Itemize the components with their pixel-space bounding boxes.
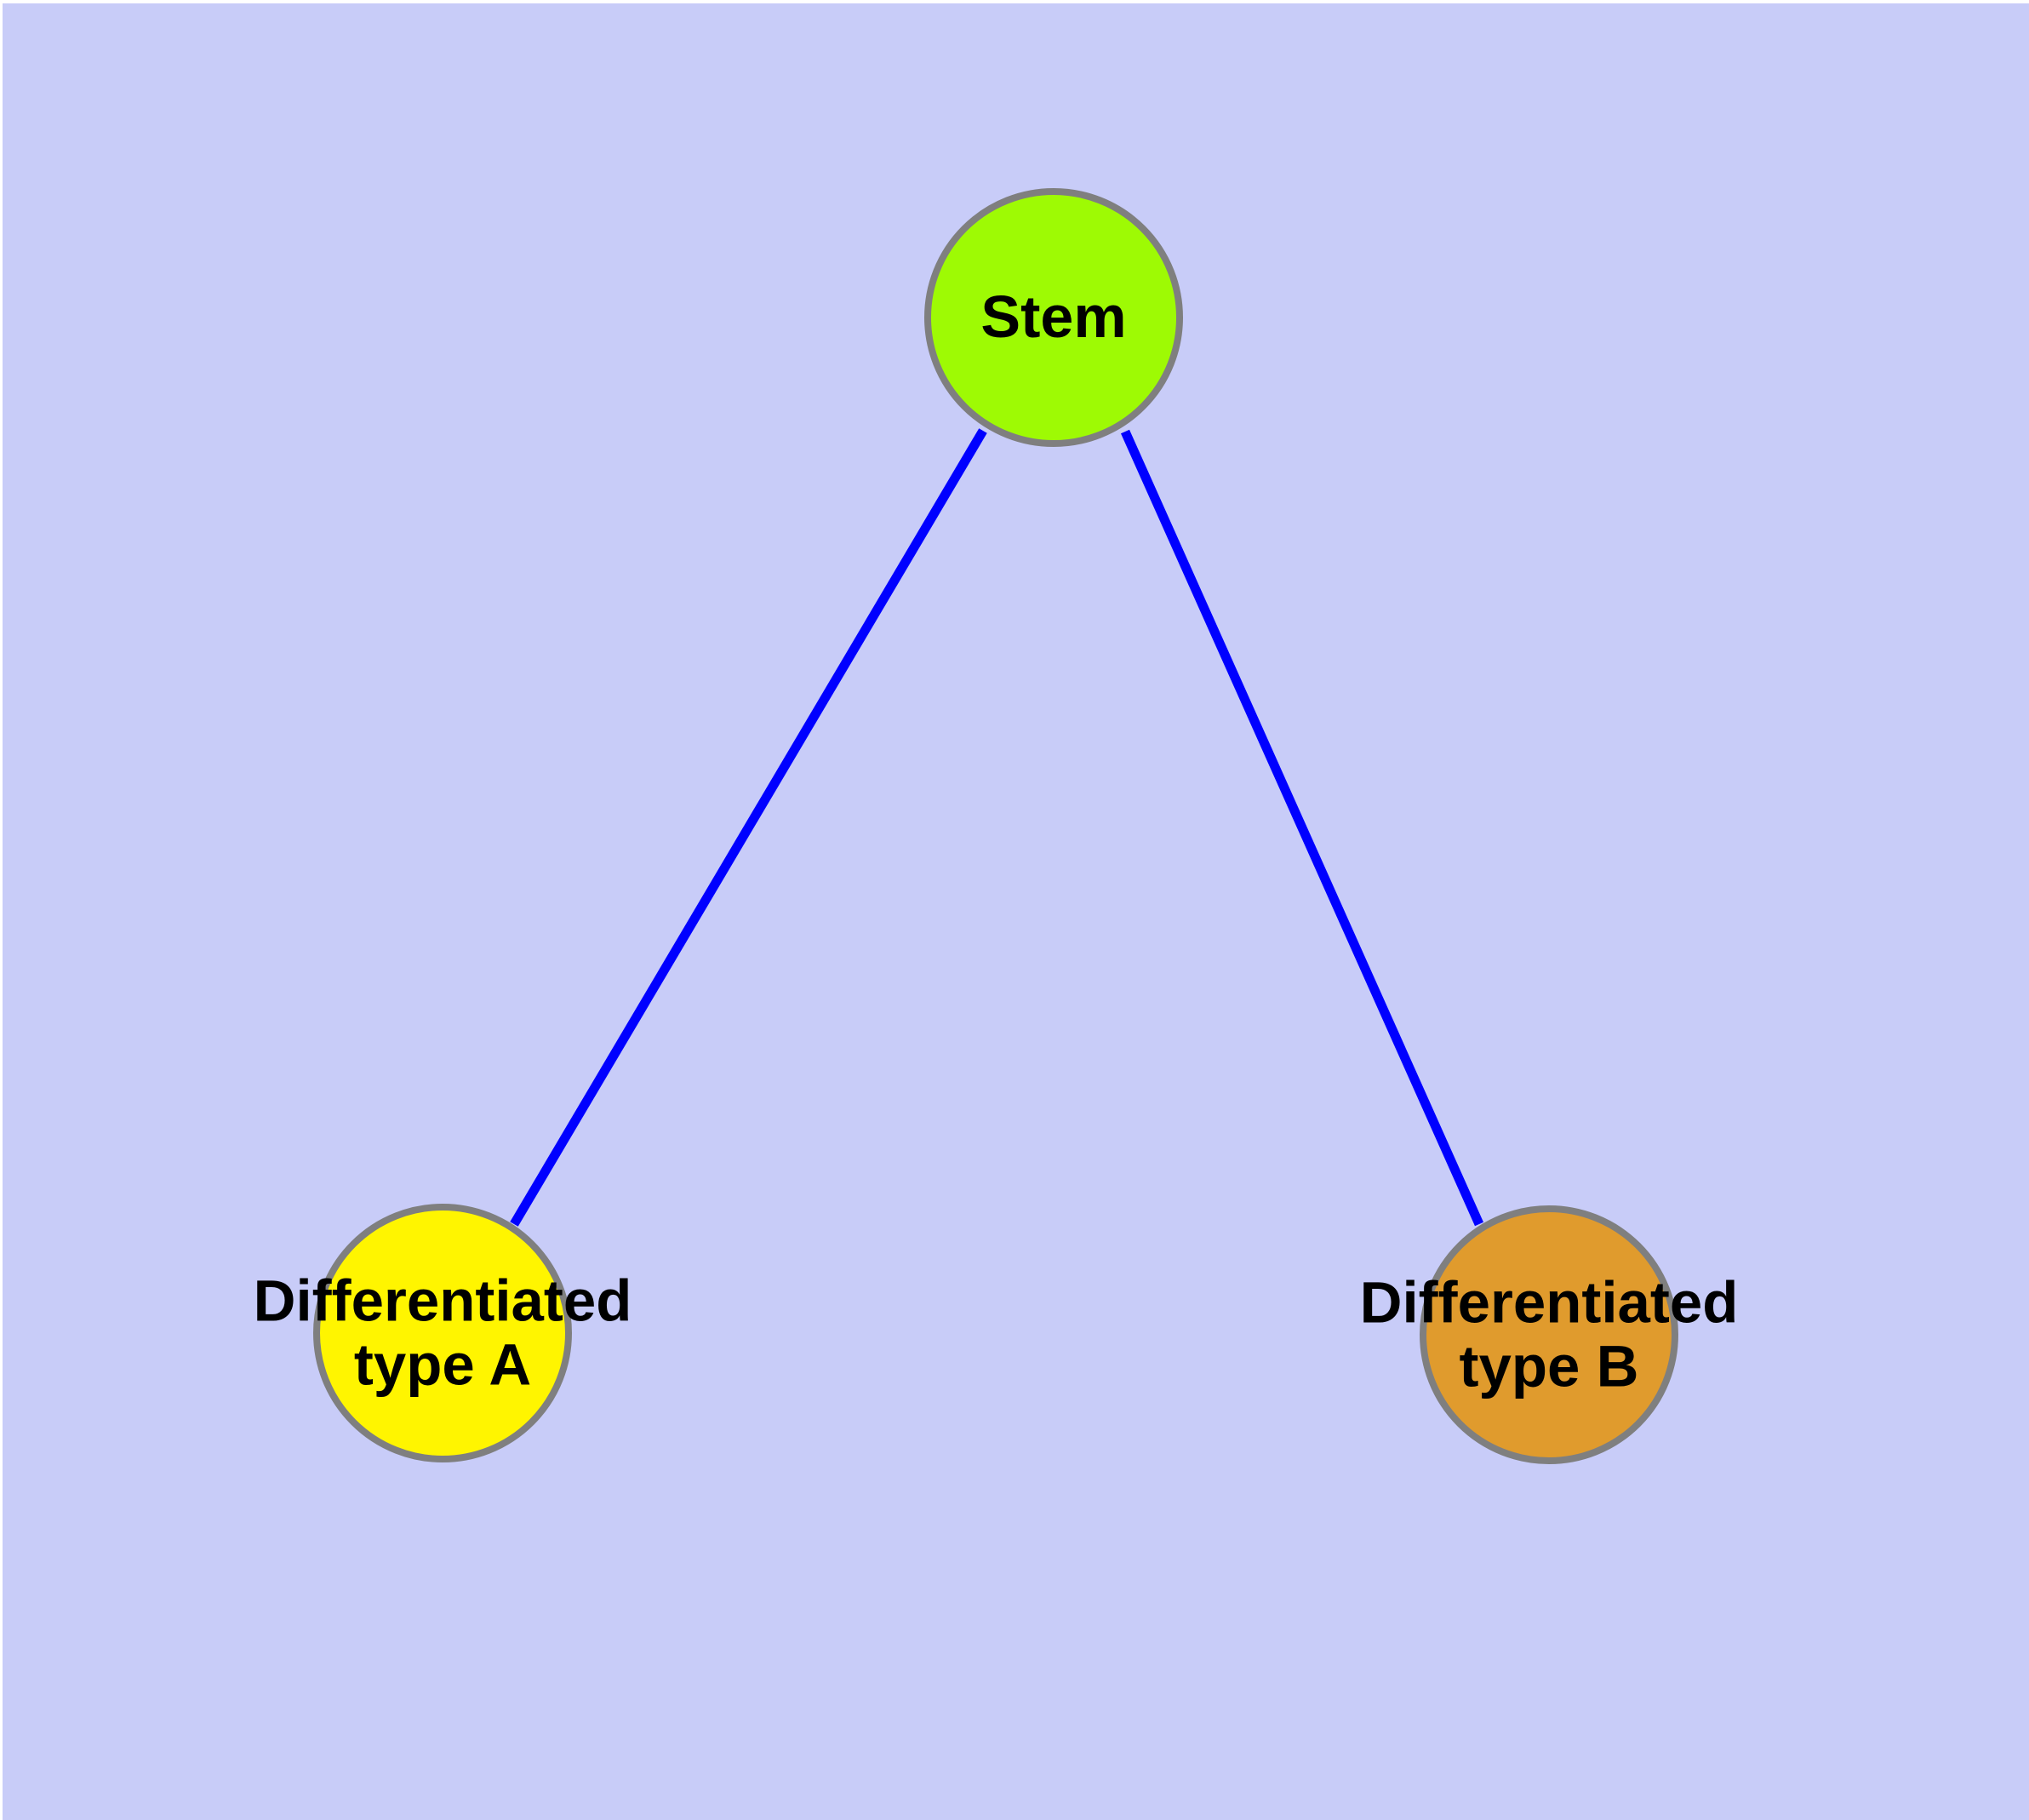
edge-stem-diff-a[interactable] (510, 428, 987, 1227)
node-diff-b[interactable] (1420, 1205, 1678, 1464)
node-stem[interactable] (924, 188, 1183, 447)
node-diff-a[interactable] (313, 1204, 572, 1462)
edge-layer (510, 428, 1484, 1227)
node-layer (313, 188, 1678, 1464)
edge-stem-diff-b[interactable] (1120, 429, 1484, 1227)
